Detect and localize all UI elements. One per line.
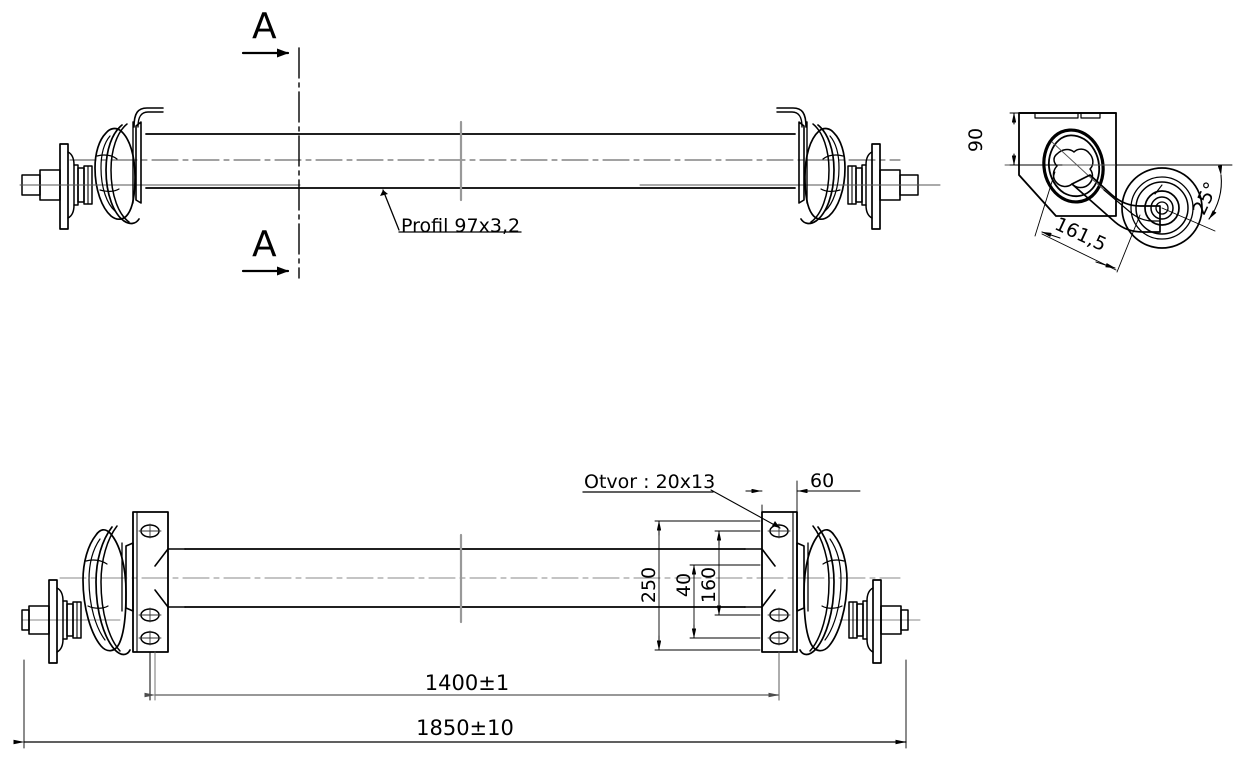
left-mounting-bracket <box>132 511 169 701</box>
dim-label-161-5: 161,5 <box>1051 213 1110 256</box>
axle-tube-top <box>145 133 796 189</box>
dim-label-40: 40 <box>673 573 695 597</box>
bracket-hole <box>767 523 791 539</box>
axle-tube-front <box>184 548 746 608</box>
dim-250 <box>654 520 761 651</box>
bracket-hole <box>138 630 162 646</box>
dim-1850 <box>13 659 907 749</box>
bracket-hole <box>138 607 162 623</box>
left-hub-assembly-front <box>21 525 134 664</box>
top-view <box>19 47 941 279</box>
front-view <box>13 480 921 749</box>
section-label-a-top: A <box>252 6 277 47</box>
dim-25-deg <box>1115 164 1233 232</box>
dim-label-160: 160 <box>698 567 720 603</box>
profile-leader <box>380 189 522 233</box>
dim-1400 <box>144 651 780 701</box>
bracket-hole <box>138 523 162 539</box>
dim-label-1400: 1400±1 <box>425 671 509 695</box>
bracket-hole <box>767 630 791 646</box>
dim-161-5 <box>1034 171 1141 273</box>
dim-40 <box>689 564 761 639</box>
right-mounting-bracket <box>761 511 798 701</box>
dim-60 <box>745 480 861 513</box>
right-hub-assembly-front <box>796 525 909 664</box>
dim-label-90: 90 <box>965 128 987 152</box>
hole-note-label: Otvor : 20x13 <box>584 471 715 493</box>
dim-label-1850: 1850±10 <box>416 716 514 740</box>
bracket-hole <box>767 607 791 623</box>
section-label-a-bottom: A <box>252 224 277 265</box>
dim-label-60: 60 <box>810 470 834 492</box>
right-hub-assembly-top <box>776 107 923 230</box>
dim-90 <box>1009 112 1063 166</box>
hole-note-leader <box>582 489 781 529</box>
dim-label-250: 250 <box>638 567 660 603</box>
left-hub-assembly-top <box>19 107 164 230</box>
dim-160 <box>714 530 761 616</box>
profile-note-label: Profil 97x3,2 <box>401 215 520 237</box>
section-view-AA <box>1004 112 1233 273</box>
